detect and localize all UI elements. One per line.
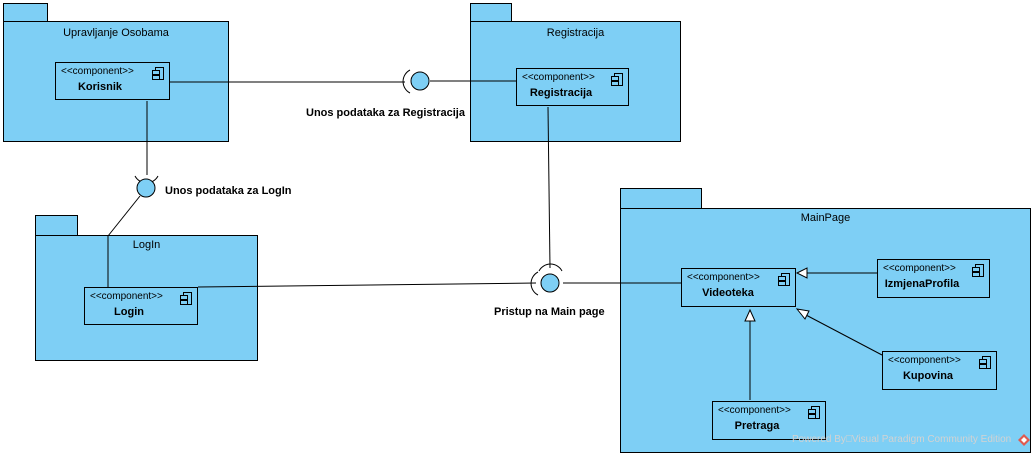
component-videoteka[interactable]: <<component>> Videoteka <box>681 268 796 307</box>
required-socket-mainpage <box>530 271 539 296</box>
connector-registracija-mainpage <box>547 106 551 269</box>
watermark-text: Powered By⎕Visual Paradigm Community Edi… <box>792 434 1012 445</box>
connector-login-provided <box>107 195 141 237</box>
stereotype-label: <<component>> <box>718 405 791 416</box>
component-pretraga[interactable]: <<component>> Pretraga <box>712 401 826 440</box>
stereotype-label: <<component>> <box>888 355 961 366</box>
stereotype-label: <<component>> <box>90 291 163 302</box>
component-name: Korisnik <box>77 81 122 93</box>
component-icon <box>808 406 820 419</box>
provided-interface-login[interactable] <box>136 178 156 198</box>
component-name: Kupovina <box>902 370 954 382</box>
package-title: LogIn <box>132 239 161 251</box>
component-icon <box>778 273 790 286</box>
component-kupovina[interactable]: <<component>> Kupovina <box>882 351 997 390</box>
required-socket-registracija <box>402 69 411 94</box>
provided-interface-registracija[interactable] <box>410 71 430 91</box>
connector-login-mainpage <box>197 282 537 288</box>
interface-label-registracija: Unos podataka za Registracija <box>306 107 465 119</box>
stereotype-label: <<component>> <box>522 72 595 83</box>
component-icon <box>611 73 623 86</box>
component-name: IzmjenaProfila <box>884 278 960 290</box>
interface-label-login: Unos podataka za LogIn <box>165 185 292 197</box>
stereotype-label: <<component>> <box>61 66 134 77</box>
provided-interface-mainpage[interactable] <box>540 273 560 293</box>
required-socket-mainpage-2 <box>538 263 563 272</box>
component-korisnik[interactable]: <<component>> Korisnik <box>55 62 170 100</box>
stereotype-label: <<component>> <box>883 263 956 274</box>
component-icon <box>152 67 164 80</box>
component-name: Login <box>114 306 144 318</box>
realization-kupovina-videoteka <box>805 314 883 356</box>
component-icon <box>180 292 192 305</box>
package-title: MainPage <box>800 212 851 224</box>
component-name: Registracija <box>529 87 593 99</box>
component-login[interactable]: <<component>> Login <box>84 287 198 325</box>
stereotype-label: <<component>> <box>687 272 760 283</box>
package-title: Registracija <box>546 27 605 39</box>
component-icon <box>972 264 984 277</box>
realization-arrowhead <box>744 308 756 322</box>
visual-paradigm-logo-icon <box>1018 434 1030 446</box>
realization-arrowhead <box>795 267 808 279</box>
package-title: Upravljanje Osobama <box>63 27 169 39</box>
realization-arrowhead <box>795 308 810 320</box>
component-icon <box>979 356 991 369</box>
component-name: Pretraga <box>734 420 780 432</box>
interface-label-mainpage: Pristup na Main page <box>494 306 605 318</box>
component-izmjenaprofila[interactable]: <<component>> IzmjenaProfila <box>877 259 990 298</box>
component-registracija[interactable]: <<component>> Registracija <box>516 68 629 106</box>
component-name: Videoteka <box>702 287 754 299</box>
